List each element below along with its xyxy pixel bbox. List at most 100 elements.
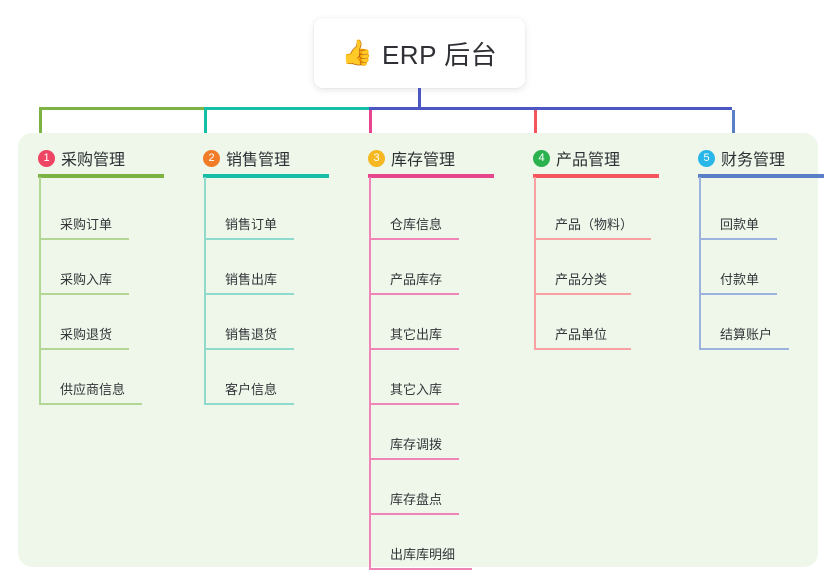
connector-drop-4 [534, 110, 537, 137]
module-spine [369, 177, 371, 570]
module-item-label: 采购订单 [60, 217, 113, 232]
module-item[interactable]: 采购订单 [39, 185, 129, 240]
module-item-rule [369, 348, 459, 350]
module-spine [39, 177, 41, 405]
modules-panel: 1 采购管理采购订单采购入库采购退货供应商信息 2 销售管理销售订单销售出库销售退货客… [18, 133, 824, 570]
root-stem-line [418, 88, 421, 110]
root-node-title: ERP 后台 [381, 39, 498, 70]
module-item-rule [39, 348, 129, 350]
module-item[interactable]: 采购入库 [39, 240, 129, 295]
module-index-badge: 1 [38, 149, 55, 167]
module-item-label: 产品分类 [555, 272, 608, 287]
module-item-rule [369, 238, 459, 240]
module-item[interactable]: 产品（物料） [534, 185, 651, 240]
module-index-badge: 5 [698, 149, 715, 167]
module-title: 库存管理 [391, 152, 456, 169]
module-item[interactable]: 结算账户 [699, 295, 789, 350]
module-item[interactable]: 付款单 [699, 240, 777, 295]
module-item-label: 库存调拨 [390, 437, 443, 452]
connector-bus-segment-2 [204, 107, 369, 110]
module-header-4[interactable]: 4 产品管理 [533, 146, 620, 170]
module-item[interactable]: 采购退货 [39, 295, 129, 350]
module-item-label: 销售订单 [225, 217, 278, 232]
module-item-label: 库存盘点 [390, 492, 443, 507]
module-header-5[interactable]: 5 财务管理 [698, 146, 785, 170]
module-item[interactable]: 产品分类 [534, 240, 631, 295]
module-item[interactable]: 销售退货 [204, 295, 294, 350]
module-item-rule [534, 238, 651, 240]
connector-drop-3 [369, 110, 372, 137]
module-item[interactable]: 仓库信息 [369, 185, 459, 240]
module-item-rule [39, 403, 142, 405]
module-item[interactable]: 产品单位 [534, 295, 631, 350]
module-item-label: 仓库信息 [390, 217, 443, 232]
module-item-label: 供应商信息 [60, 382, 126, 397]
module-item-label: 采购入库 [60, 272, 113, 287]
thumbs-up-icon: 👍 [341, 38, 373, 67]
module-title: 销售管理 [226, 152, 291, 169]
module-item-rule [369, 513, 459, 515]
module-title: 采购管理 [61, 152, 126, 169]
module-item-label: 结算账户 [720, 327, 773, 342]
module-item[interactable]: 其它出库 [369, 295, 459, 350]
module-item[interactable]: 客户信息 [204, 350, 294, 405]
module-item[interactable]: 回款单 [699, 185, 777, 240]
root-node-card[interactable]: 👍 ERP 后台 [314, 18, 525, 88]
module-item-label: 产品（物料） [555, 217, 634, 232]
module-header-3[interactable]: 3 库存管理 [368, 146, 455, 170]
module-item-rule [534, 348, 631, 350]
module-item[interactable]: 销售出库 [204, 240, 294, 295]
module-header-rule [38, 174, 164, 178]
module-item-rule [204, 238, 294, 240]
module-item-rule [39, 293, 129, 295]
module-item-rule [204, 403, 294, 405]
module-title: 产品管理 [556, 152, 621, 169]
module-item-label: 回款单 [720, 217, 760, 232]
module-item-label: 付款单 [720, 272, 760, 287]
module-header-rule [203, 174, 329, 178]
module-header-rule [368, 174, 494, 178]
module-item-label: 销售退货 [225, 327, 278, 342]
module-index-badge: 4 [533, 149, 550, 167]
module-item-rule [699, 238, 777, 240]
module-item[interactable]: 销售订单 [204, 185, 294, 240]
module-item-rule [369, 403, 459, 405]
module-item[interactable]: 产品库存 [369, 240, 459, 295]
module-header-rule [533, 174, 659, 178]
module-item-label: 其它出库 [390, 327, 443, 342]
module-item-label: 销售出库 [225, 272, 278, 287]
module-item-label: 采购退货 [60, 327, 113, 342]
module-spine [699, 177, 701, 350]
module-item[interactable]: 其它入库 [369, 350, 459, 405]
module-spine [204, 177, 206, 405]
module-item[interactable]: 库存盘点 [369, 460, 459, 515]
module-title: 财务管理 [721, 152, 786, 169]
module-item[interactable]: 库存调拨 [369, 405, 459, 460]
module-item-label: 产品库存 [390, 272, 443, 287]
module-item-rule [204, 348, 294, 350]
module-header-2[interactable]: 2 销售管理 [203, 146, 290, 170]
module-item[interactable]: 供应商信息 [39, 350, 142, 405]
module-item-rule [369, 568, 472, 570]
module-item-label: 客户信息 [225, 382, 278, 397]
connector-bus-segment-3 [369, 107, 732, 110]
module-item-rule [699, 348, 789, 350]
module-item-rule [369, 293, 459, 295]
module-item-rule [369, 458, 459, 460]
module-item-rule [204, 293, 294, 295]
module-item-label: 其它入库 [390, 382, 443, 397]
module-index-badge: 3 [368, 149, 385, 167]
connector-bus-segment-1 [39, 107, 204, 110]
module-item[interactable]: 出库库明细 [369, 515, 472, 570]
connector-drop-2 [204, 110, 207, 137]
module-index-badge: 2 [203, 149, 220, 167]
module-header-1[interactable]: 1 采购管理 [38, 146, 125, 170]
module-item-label: 出库库明细 [390, 547, 456, 562]
connector-drop-1 [39, 110, 42, 137]
module-item-rule [39, 238, 129, 240]
connector-drop-5 [732, 110, 735, 137]
module-item-label: 产品单位 [555, 327, 608, 342]
module-spine [534, 177, 536, 350]
module-header-rule [698, 174, 824, 178]
